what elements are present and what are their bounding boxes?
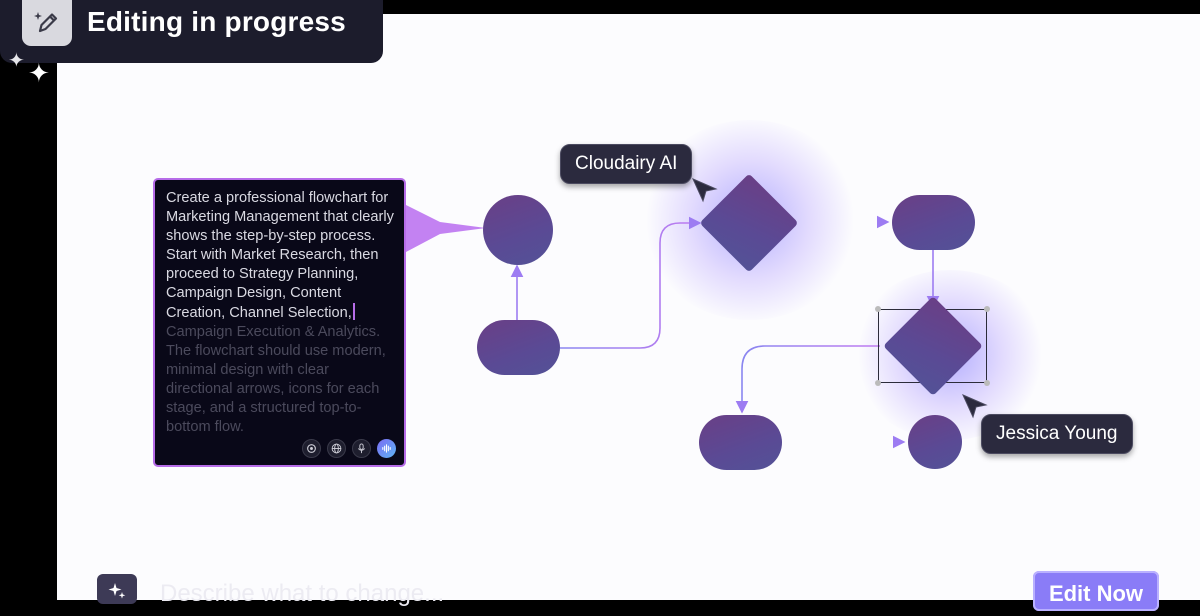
microphone-icon[interactable] [352, 439, 371, 458]
edit-prompt-placeholder[interactable]: Describe what to change... [160, 580, 445, 607]
user-cursor-icon [962, 394, 988, 419]
voice-wave-icon[interactable] [377, 439, 396, 458]
banner-title: Editing in progress [87, 6, 346, 37]
flow-node-pill[interactable] [892, 195, 975, 250]
editing-status-banner: Editing in progress [0, 0, 383, 63]
flow-node-circle[interactable] [908, 415, 962, 469]
sparkle-icon: ✦ [8, 50, 25, 72]
prompt-textarea[interactable]: Create a professional flowchart for Mark… [166, 189, 396, 437]
sparkle-icon: ✦ [28, 58, 50, 88]
connector-arrow [560, 216, 702, 349]
flow-node-circle[interactable] [483, 195, 553, 265]
flow-node-pill[interactable] [699, 415, 782, 470]
globe-icon[interactable] [327, 439, 346, 458]
collaborator-tag-ai: Cloudairy AI [560, 144, 693, 184]
prompt-typed-text: Create a professional flowchart for Mark… [166, 190, 394, 321]
text-caret [352, 303, 355, 320]
collaborator-tag-user: Jessica Young [981, 414, 1133, 454]
prompt-toolbar [302, 439, 396, 458]
connector-arrow [735, 345, 880, 414]
settings-icon[interactable] [302, 439, 321, 458]
prompt-pending-text: Campaign Execution & Analytics. The flow… [166, 324, 386, 435]
sparkle-ai-icon [97, 574, 137, 604]
flow-node-pill[interactable] [477, 320, 560, 375]
pencil-sparkle-icon [22, 0, 72, 46]
ai-cursor-icon [692, 178, 718, 203]
edit-now-button[interactable]: Edit Now [1033, 571, 1159, 611]
ai-prompt-box[interactable]: Create a professional flowchart for Mark… [153, 178, 406, 467]
prompt-pointer [406, 205, 486, 252]
